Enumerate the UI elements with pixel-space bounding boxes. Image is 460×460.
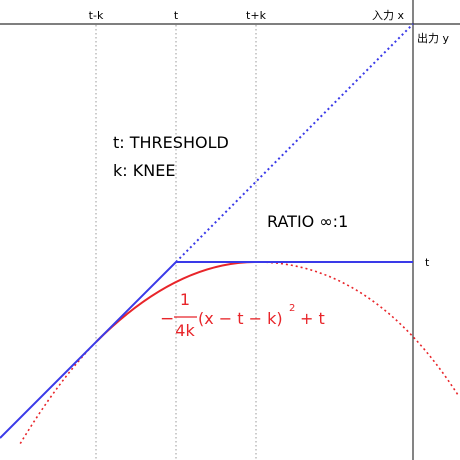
formula-denominator: 4k: [175, 321, 195, 340]
hard-knee-curve: [0, 261, 413, 439]
knee-note: k: KNEE: [113, 161, 175, 180]
formula-minus: −: [160, 309, 174, 329]
threshold-level-label: t: [425, 256, 430, 269]
identity-line-dotted: [175, 23, 414, 263]
parabola-dotted-left: [19, 341, 97, 445]
formula-tail: + t: [300, 309, 325, 328]
tick-label-t: t: [174, 9, 179, 22]
parabola-formula: − 1 4k (x − t − k) 2 + t: [160, 290, 325, 340]
y-axis-label: 出力 y: [417, 31, 449, 45]
threshold-note: t: THRESHOLD: [113, 133, 229, 152]
formula-body: (x − t − k): [198, 309, 283, 328]
formula-exponent: 2: [289, 303, 295, 314]
parabola-dotted-right: [255, 261, 459, 396]
tick-label-t-plus-k: t+k: [246, 9, 267, 22]
formula-numerator: 1: [180, 290, 190, 309]
ratio-note: RATIO ∞:1: [267, 212, 348, 231]
tick-label-t-minus-k: t-k: [89, 9, 104, 22]
x-axis-label: 入力 x: [372, 9, 404, 22]
